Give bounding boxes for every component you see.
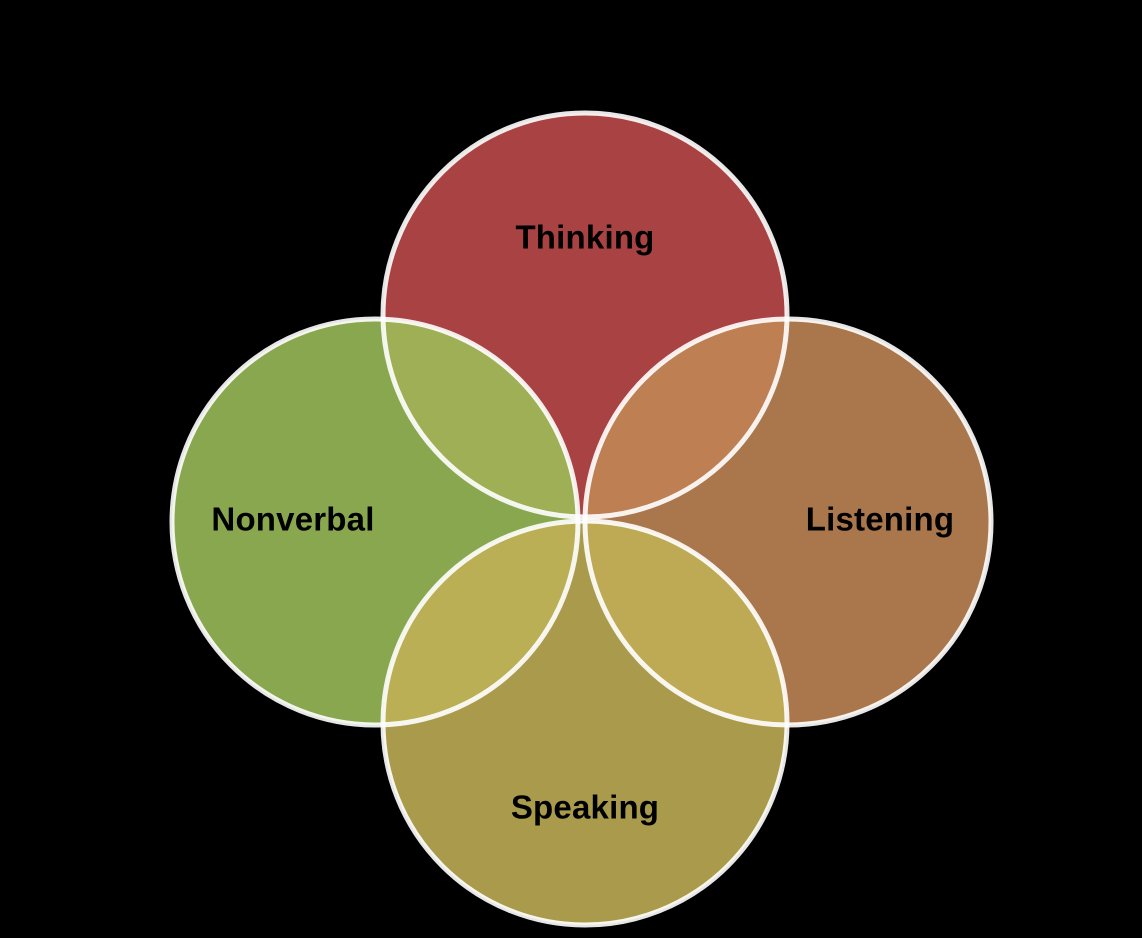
venn-outline-speaking bbox=[380, 518, 790, 928]
venn-fill-speaking[interactable] bbox=[383, 521, 787, 925]
venn-label-thinking: Thinking bbox=[515, 219, 654, 256]
venn-label-listening: Listening bbox=[806, 501, 954, 538]
venn-fills bbox=[172, 113, 991, 925]
venn-labels: Thinking Nonverbal Listening Speaking bbox=[211, 219, 954, 826]
venn-label-speaking: Speaking bbox=[511, 789, 659, 826]
venn-outlines bbox=[169, 110, 994, 928]
venn-label-nonverbal: Nonverbal bbox=[211, 501, 374, 538]
